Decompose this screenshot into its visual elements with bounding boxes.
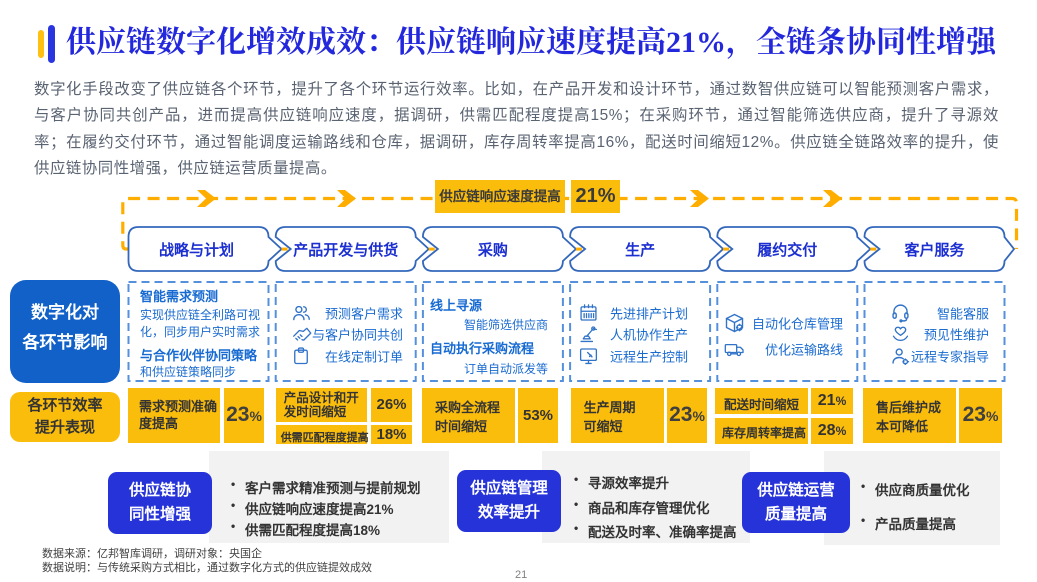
svg-text:战略与计划: 战略与计划 — [159, 241, 234, 259]
svg-text:履约交付: 履约交付 — [756, 241, 817, 259]
svg-text:采购: 采购 — [477, 241, 508, 259]
svg-text:产品开发与供货: 产品开发与供货 — [293, 241, 398, 259]
svg-text:生产: 生产 — [625, 241, 655, 259]
svg-text:客户服务: 客户服务 — [903, 241, 965, 259]
